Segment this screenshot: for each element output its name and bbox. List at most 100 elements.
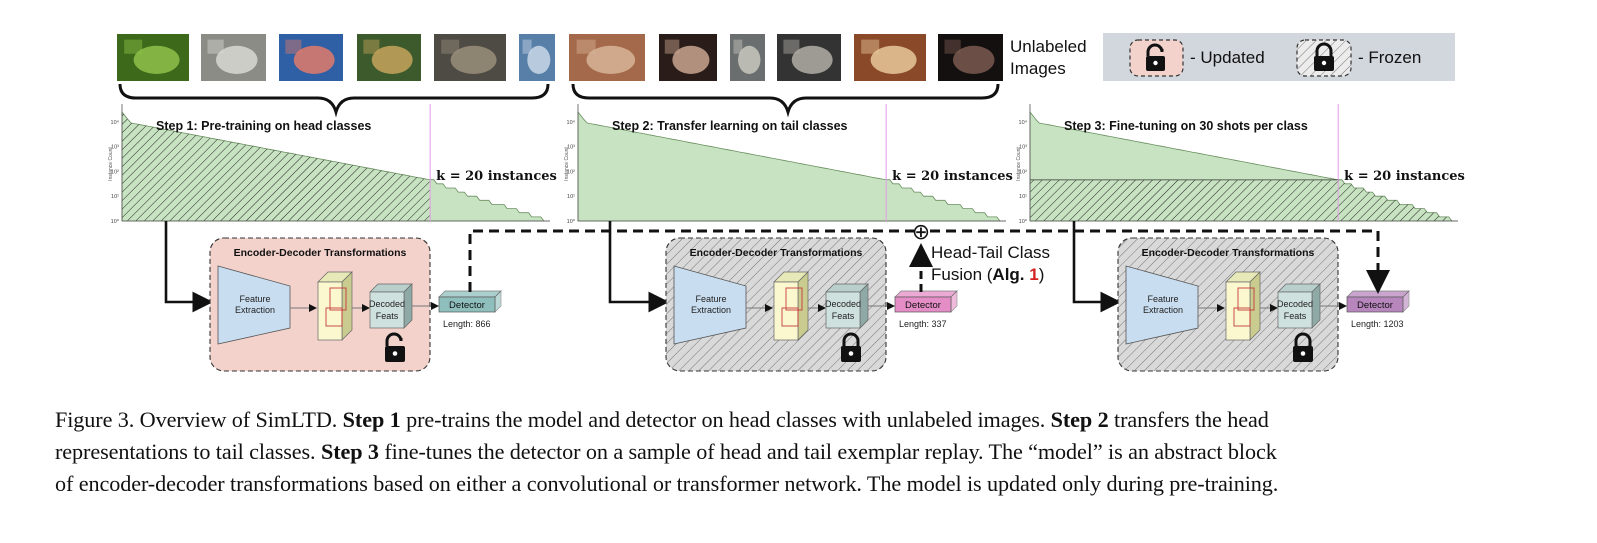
y-tick-label: 10² bbox=[1019, 169, 1027, 175]
decoded-label: Decoded bbox=[369, 299, 405, 309]
y-tick-label: 10² bbox=[567, 169, 575, 175]
feature-map-block bbox=[773, 271, 809, 341]
unlabeled-images-label-2: Images bbox=[1010, 59, 1066, 78]
thumbnail-computer bbox=[201, 34, 266, 81]
y-tick-label: 10¹ bbox=[1019, 194, 1027, 200]
step-3: 10⁴ 10³ 10² 10¹ 10⁰ Instance Count Step 3: Fin… bbox=[1016, 104, 1465, 372]
detector-label: Detector bbox=[449, 300, 485, 311]
feature-extraction-block bbox=[673, 265, 747, 345]
caption-text: representations to tail classes. bbox=[55, 439, 321, 464]
caption-line-1: Figure 3. Overview of SimLTD. Step 1 pre… bbox=[55, 404, 1555, 436]
frozen-legend-label: - Frozen bbox=[1358, 48, 1421, 67]
exemplar-hatch bbox=[1030, 179, 1458, 221]
decoded-label: Decoded bbox=[825, 299, 861, 309]
brace-step2 bbox=[571, 83, 1000, 118]
caption-text: pre-trains the model and detector on hea… bbox=[400, 407, 1051, 432]
step-title: Step 3: Fine-tuning on 30 shots per clas… bbox=[1064, 119, 1308, 133]
step-title: Step 2: Transfer learning on tail classe… bbox=[612, 119, 848, 133]
y-tick-label: 10¹ bbox=[567, 194, 575, 200]
feature-extraction-block bbox=[1125, 265, 1199, 345]
caption-emphasis: Step 2 bbox=[1050, 407, 1109, 432]
thumbnail-bathroom bbox=[569, 34, 645, 81]
thumbnail-baseball bbox=[434, 34, 506, 81]
thumbnail-apples bbox=[117, 34, 189, 81]
thumbnail-cake bbox=[854, 34, 926, 81]
k-instances-label: k = 20 instances bbox=[436, 169, 557, 184]
k-instances-label: k = 20 instances bbox=[1344, 169, 1465, 184]
y-tick-label: 10³ bbox=[111, 145, 119, 151]
box-title: Encoder-Decoder Transformations bbox=[1142, 247, 1315, 259]
unlabeled-image-thumbnails bbox=[117, 34, 1003, 81]
feature-label: Feature bbox=[1147, 294, 1178, 304]
detector-block: Detector bbox=[894, 290, 958, 313]
extraction-label: Extraction bbox=[1143, 305, 1183, 315]
step-title: Step 1: Pre-training on head classes bbox=[156, 119, 371, 133]
input-arrow bbox=[164, 221, 214, 313]
feats-label: Feats bbox=[376, 311, 399, 321]
feature-label: Feature bbox=[695, 294, 726, 304]
thumbnail-tennis bbox=[357, 34, 421, 81]
y-tick-label: 10² bbox=[111, 169, 119, 175]
thumbnail-kitchen bbox=[730, 34, 765, 81]
y-tick-label: 10⁰ bbox=[1019, 218, 1028, 225]
detector-block: Detector bbox=[1346, 290, 1410, 313]
caption-emphasis: Step 1 bbox=[342, 407, 401, 432]
caption-text: fine-tunes the detector on a sample of h… bbox=[378, 439, 1277, 464]
fusion-label-line1: Head-Tail Class bbox=[931, 243, 1050, 262]
feats-label: Feats bbox=[832, 311, 855, 321]
thumbnail-kite bbox=[279, 34, 343, 81]
box-title: Encoder-Decoder Transformations bbox=[234, 247, 407, 259]
detector-length-label: Length: 1203 bbox=[1351, 319, 1404, 329]
caption-text: transfers the head bbox=[1108, 407, 1269, 432]
y-tick-label: 10⁴ bbox=[1019, 119, 1028, 126]
input-arrow bbox=[608, 221, 670, 313]
box-title: Encoder-Decoder Transformations bbox=[690, 247, 863, 259]
feature-map-block bbox=[317, 271, 353, 341]
extraction-label: Extraction bbox=[235, 305, 275, 315]
lock-icon bbox=[841, 332, 861, 362]
unlock-icon bbox=[385, 332, 405, 362]
encoder-decoder-box: Encoder-Decoder TransformationsFeatureEx… bbox=[665, 237, 887, 372]
brace-step1 bbox=[118, 83, 550, 118]
unlock-icon bbox=[1146, 43, 1165, 71]
feature-label: Feature bbox=[239, 294, 270, 304]
feats-label: Feats bbox=[1284, 311, 1307, 321]
y-tick-label: 10⁰ bbox=[111, 218, 120, 225]
k-instances-label: k = 20 instances bbox=[892, 169, 1013, 184]
decoded-label: Decoded bbox=[1277, 299, 1313, 309]
detector-length-label: Length: 337 bbox=[899, 319, 947, 329]
extraction-label: Extraction bbox=[691, 305, 731, 315]
caption-text: of encoder-decoder transformations based… bbox=[55, 471, 1279, 496]
thumbnail-phone bbox=[777, 34, 841, 81]
lock-icon bbox=[1293, 332, 1313, 362]
input-arrow bbox=[1072, 221, 1122, 313]
y-axis-label: Instance Count bbox=[108, 147, 114, 181]
y-tick-label: 10³ bbox=[1019, 145, 1027, 151]
detector-label: Detector bbox=[905, 300, 941, 311]
feature-map-block bbox=[1225, 271, 1261, 341]
y-tick-label: 10⁴ bbox=[567, 119, 576, 126]
lock-icon bbox=[1314, 42, 1334, 71]
thumbnail-mountain bbox=[519, 34, 555, 81]
y-tick-label: 10⁴ bbox=[111, 119, 120, 126]
encoder-decoder-box: Encoder-Decoder TransformationsFeatureEx… bbox=[209, 237, 431, 372]
updated-legend-label: - Updated bbox=[1190, 48, 1265, 67]
thumbnail-cat bbox=[938, 34, 1003, 81]
unlabeled-images-label: Unlabeled bbox=[1010, 37, 1087, 56]
fusion-connections bbox=[468, 229, 1390, 294]
detector-label: Detector bbox=[1357, 300, 1393, 311]
y-axis-label: Instance Count bbox=[1016, 147, 1022, 181]
feature-extraction-block bbox=[217, 265, 291, 345]
detector-block: Detector bbox=[438, 290, 502, 313]
caption-emphasis: Step 3 bbox=[320, 439, 379, 464]
encoder-decoder-box: Encoder-Decoder TransformationsFeatureEx… bbox=[1117, 237, 1339, 372]
fusion-symbol: ⊕ bbox=[912, 220, 930, 245]
y-tick-label: 10⁰ bbox=[567, 218, 576, 225]
legend-panel: - Updated - Frozen bbox=[1103, 33, 1455, 81]
